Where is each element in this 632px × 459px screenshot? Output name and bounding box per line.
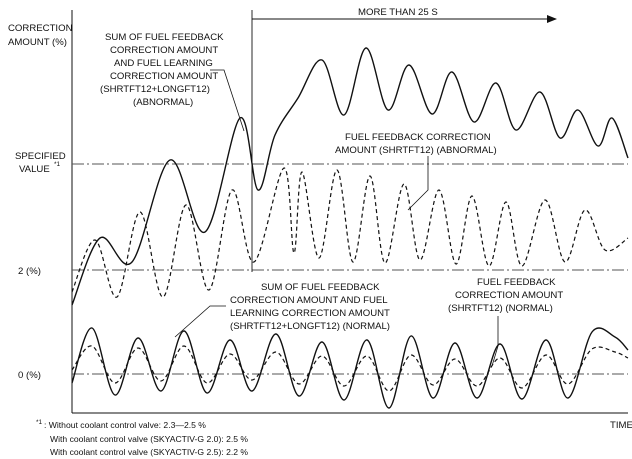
sum-abnormal-label-line-2: CORRECTION AMOUNT [110, 45, 218, 56]
sum-abnormal-label-line-1: SUM OF FUEL FEEDBACK [105, 32, 224, 43]
sum-normal-label-line-3: LEARNING CORRECTION AMOUNT [230, 308, 390, 319]
feedback-abnormal-label-line-2: AMOUNT (SHRTFT12) (ABNORMAL) [335, 145, 497, 156]
sum-normal-label-line-1: SUM OF FUEL FEEDBACK [261, 282, 380, 293]
sum-abnormal-curve [71, 47, 629, 306]
feedback-abnormal-leader [407, 156, 429, 211]
specified-value-label-line-2: VALUE [19, 164, 50, 175]
sum-normal-label-line-2: CORRECTION AMOUNT AND FUEL [230, 295, 388, 306]
feedback-normal-label-line-2: CORRECTION AMOUNT [455, 290, 563, 301]
two-percent-label: 2 (%) [18, 266, 41, 277]
feedback-normal-curve [71, 345, 629, 392]
duration-label: MORE THAN 25 S [358, 7, 438, 18]
footnote-marker: *1 [36, 419, 43, 426]
specified-value-label-line-1: SPECIFIED [15, 151, 66, 162]
y-axis-title-line-2: AMOUNT (%) [8, 37, 67, 48]
sum-abnormal-label-line-3: AND FUEL LEARNING [114, 58, 213, 69]
zero-percent-label: 0 (%) [18, 370, 41, 381]
feedback-abnormal-label-line-1: FUEL FEEDBACK CORRECTION [345, 132, 491, 143]
sum-abnormal-leader [210, 69, 245, 132]
footnote-line-2: With coolant control valve (SKYACTIV-G 2… [50, 434, 248, 444]
sum-abnormal-label-line-4: CORRECTION AMOUNT [110, 71, 218, 82]
footnote-line-1: : Without coolant control valve: 2.3—2.5… [44, 420, 206, 430]
feedback-abnormal-curve [71, 167, 629, 298]
sum-abnormal-label-line-6: (ABNORMAL) [133, 97, 193, 108]
footnote-line-3: With coolant control valve (SKYACTIV-G 2… [50, 447, 248, 457]
feedback-normal-label-line-3: (SHRTFT12) (NORMAL) [448, 303, 553, 314]
feedback-normal-leader [491, 316, 499, 367]
sum-abnormal-label-line-5: (SHRTFT12+LONGFT12) [100, 84, 210, 95]
feedback-normal-label-line-1: FUEL FEEDBACK [477, 277, 556, 288]
y-axis-title-line-1: CORRECTION [8, 23, 73, 34]
x-axis-title: TIME [610, 420, 632, 431]
sum-normal-leader [174, 305, 226, 338]
sum-normal-curve [71, 327, 629, 409]
specified-value-superscript: *1 [54, 161, 61, 168]
sum-normal-label-line-4: (SHRTFT12+LONGFT12) (NORMAL) [230, 321, 390, 332]
